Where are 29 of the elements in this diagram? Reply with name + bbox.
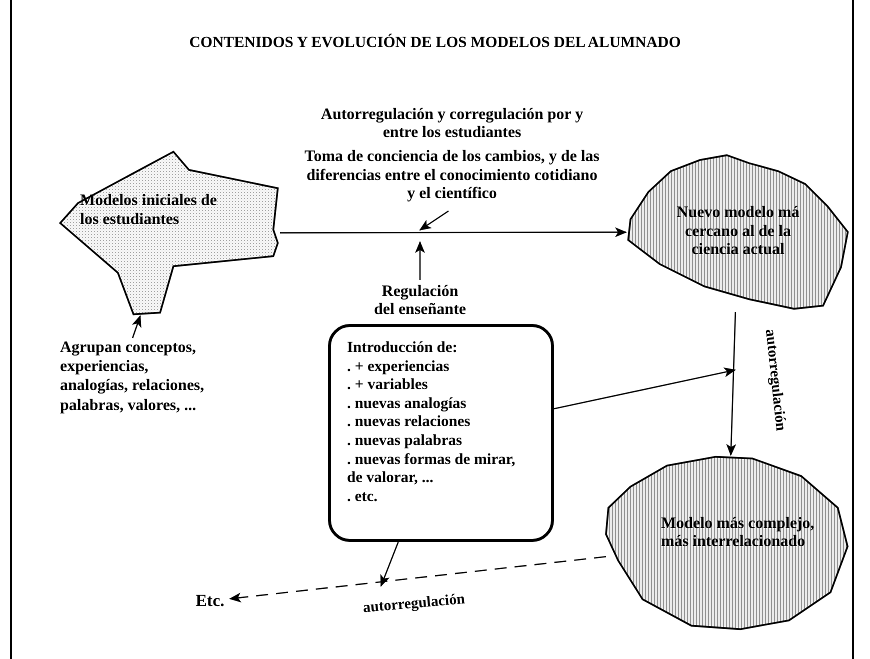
arrow — [726, 312, 736, 456]
node-label: Modelos iniciales de los estudiantes — [80, 192, 218, 229]
node-label: Autorregulación y corregulación por y entre los estudiantes — [320, 106, 584, 142]
node-label: Regulación del enseñante — [373, 282, 467, 320]
arrow — [419, 210, 449, 231]
list-heading: Introducción de: — [347, 339, 458, 358]
list-item: . etc. — [347, 488, 379, 506]
arrow — [132, 315, 142, 338]
node-label: Nuevo modelo má cercano al de la ciencia actual — [676, 204, 800, 260]
initial-model-blob — [58, 150, 280, 316]
list-item: . + experiencias — [347, 358, 450, 376]
arrow — [380, 542, 399, 587]
arrow — [280, 227, 627, 238]
node-label: Agrupan conceptos, experiencias, analogías, relaciones, palabras, valores, ... — [60, 338, 206, 415]
list-item: . + variables — [347, 376, 429, 395]
list-item: . nuevas relaciones — [347, 413, 472, 432]
node-label: Toma de conciencia de los cambios, y de las diferencias entre el conocimiento cotidiano y el científico — [304, 148, 600, 204]
list-item: . nuevas analogías — [347, 394, 468, 414]
introduction-box — [328, 324, 554, 542]
arrow — [415, 241, 425, 280]
list-item: . nuevas formas de mirar, de valorar, ... — [347, 450, 516, 488]
list-item: . nuevas palabras — [347, 432, 463, 451]
new-model-cloud — [626, 152, 850, 312]
arrow — [554, 367, 736, 410]
complex-model-cloud — [606, 455, 850, 631]
diagram-title: CONTENIDOS Y EVOLUCIÓN DE LOS MODELOS DEL ALUMNADO — [188, 34, 682, 52]
node-label: Etc. — [196, 591, 224, 611]
node-label: Modelo más complejo, más interrelacionado — [661, 514, 816, 552]
dashed-arrow — [229, 556, 606, 602]
